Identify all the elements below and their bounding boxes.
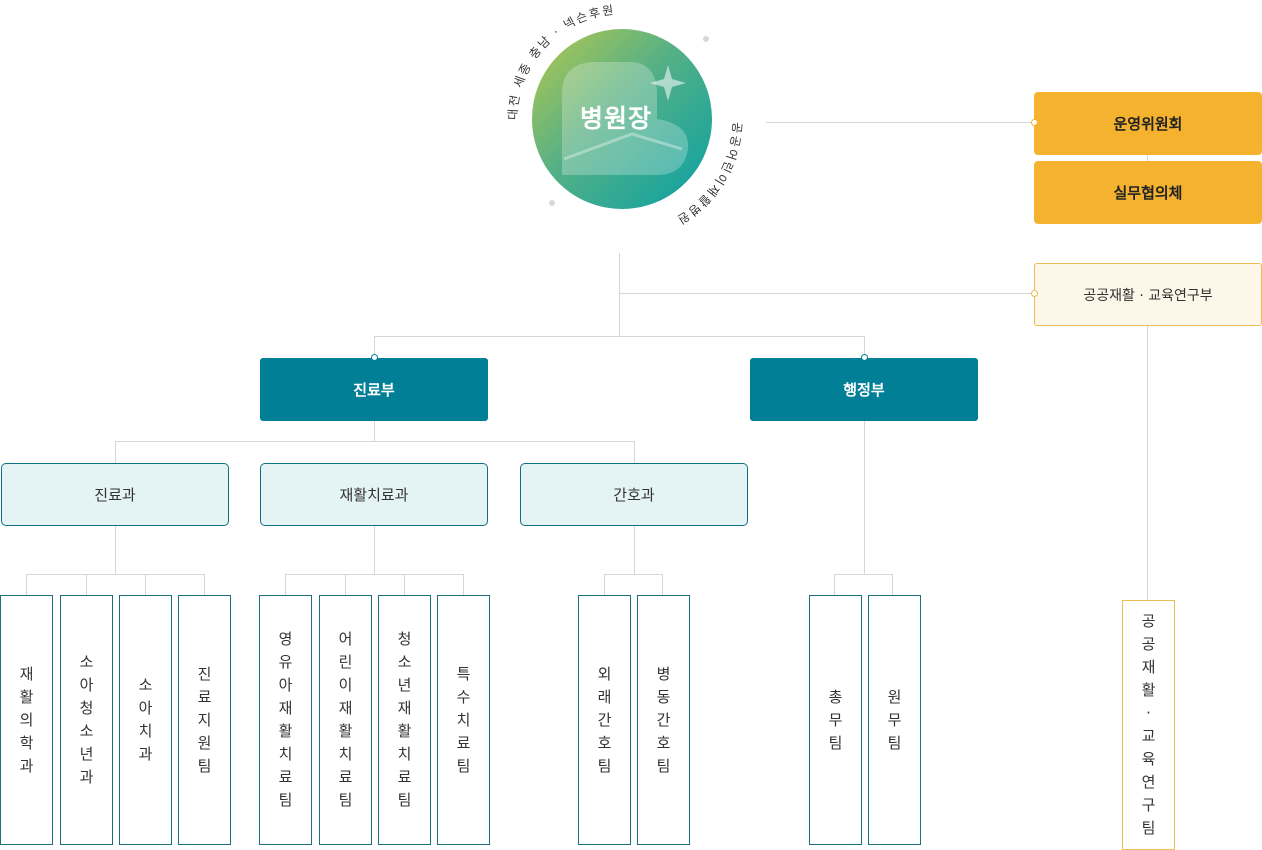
team-label: 특수치료팀 xyxy=(456,664,471,775)
connector-line xyxy=(26,574,205,575)
connector-line xyxy=(374,336,375,358)
team-box[interactable]: 총무팀 xyxy=(809,595,862,845)
connector-line xyxy=(634,525,635,574)
connector-line xyxy=(463,574,464,595)
decor-dot xyxy=(549,200,555,206)
team-label: 진료지원팀 xyxy=(197,664,212,775)
connector-line xyxy=(892,574,893,595)
connector-line xyxy=(864,336,865,358)
team-box[interactable]: 병동간호팀 xyxy=(637,595,690,845)
connector-dot xyxy=(1031,119,1038,126)
connector-line xyxy=(115,441,116,463)
decor-dot xyxy=(703,36,709,42)
team-box[interactable]: 진료지원팀 xyxy=(178,595,231,845)
director-node[interactable]: 병원장 xyxy=(532,29,712,209)
connector-line xyxy=(864,420,865,574)
connector-line xyxy=(404,574,405,595)
team-box[interactable]: 청소년재활치료팀 xyxy=(378,595,431,845)
connector-line xyxy=(86,574,87,595)
research-team-label: 공공재활 · 교육연구팀 xyxy=(1141,612,1156,837)
connector-line xyxy=(604,574,605,595)
hospital-emblem-icon xyxy=(562,62,689,176)
connector-line xyxy=(145,574,146,595)
team-label: 원무팀 xyxy=(887,687,902,752)
connector-line xyxy=(285,574,286,595)
connector-line xyxy=(834,574,835,595)
team-label: 청소년재활치료팀 xyxy=(397,630,412,809)
nursing-section-label: 간호과 xyxy=(613,486,655,504)
connector-dot xyxy=(861,354,868,361)
connector-line xyxy=(374,525,375,574)
operations-committee-label: 운영위원회 xyxy=(1113,115,1183,133)
medical-dept-label: 진료부 xyxy=(353,381,395,399)
connector-line xyxy=(1147,325,1148,600)
connector-line xyxy=(619,293,1035,294)
research-dept-box[interactable]: 공공재활 · 교육연구부 xyxy=(1034,263,1262,326)
connector-line xyxy=(26,574,27,595)
connector-line xyxy=(662,574,663,595)
team-label: 외래간호팀 xyxy=(597,664,612,775)
admin-dept-label: 행정부 xyxy=(843,381,885,399)
clinical-section-box[interactable]: 진료과 xyxy=(1,463,229,526)
team-label: 소아청소년과 xyxy=(79,653,94,786)
medical-dept-box[interactable]: 진료부 xyxy=(260,358,488,421)
team-box[interactable]: 원무팀 xyxy=(868,595,921,845)
connector-dot xyxy=(1031,290,1038,297)
working-council-label: 실무협의체 xyxy=(1113,184,1183,202)
admin-dept-box[interactable]: 행정부 xyxy=(750,358,978,421)
operations-committee-box[interactable]: 운영위원회 xyxy=(1034,92,1262,155)
rehab-section-label: 재활치료과 xyxy=(339,486,409,504)
nursing-section-box[interactable]: 간호과 xyxy=(520,463,748,526)
connector-line xyxy=(204,574,205,595)
connector-line xyxy=(1147,154,1148,162)
team-box[interactable]: 소아치과 xyxy=(119,595,172,845)
team-label: 재활의학과 xyxy=(19,664,34,775)
connector-dot xyxy=(371,354,378,361)
connector-line xyxy=(619,253,620,336)
team-box[interactable]: 재활의학과 xyxy=(0,595,53,845)
clinical-section-label: 진료과 xyxy=(94,486,136,504)
team-label: 영유아재활치료팀 xyxy=(278,630,293,809)
connector-line xyxy=(834,574,893,575)
team-label: 어린이재활치료팀 xyxy=(338,630,353,809)
director-title: 병원장 xyxy=(580,104,653,133)
research-team-box[interactable]: 공공재활 · 교육연구팀 xyxy=(1122,600,1175,850)
connector-line xyxy=(604,574,663,575)
team-label: 병동간호팀 xyxy=(656,664,671,775)
connector-line xyxy=(345,574,346,595)
working-council-box[interactable]: 실무협의체 xyxy=(1034,161,1262,224)
research-dept-label: 공공재활 · 교육연구부 xyxy=(1083,287,1213,304)
connector-line xyxy=(634,441,635,463)
team-label: 소아치과 xyxy=(138,676,153,763)
team-box[interactable]: 소아청소년과 xyxy=(60,595,113,845)
rehab-section-box[interactable]: 재활치료과 xyxy=(260,463,488,526)
connector-line xyxy=(285,574,464,575)
connector-line xyxy=(115,525,116,574)
connector-line xyxy=(115,441,634,442)
team-box[interactable]: 어린이재활치료팀 xyxy=(319,595,372,845)
team-label: 총무팀 xyxy=(828,687,843,752)
team-box[interactable]: 영유아재활치료팀 xyxy=(259,595,312,845)
connector-line xyxy=(374,420,375,441)
team-box[interactable]: 특수치료팀 xyxy=(437,595,490,845)
connector-line xyxy=(766,122,1036,123)
connector-line xyxy=(374,336,865,337)
team-box[interactable]: 외래간호팀 xyxy=(578,595,631,845)
